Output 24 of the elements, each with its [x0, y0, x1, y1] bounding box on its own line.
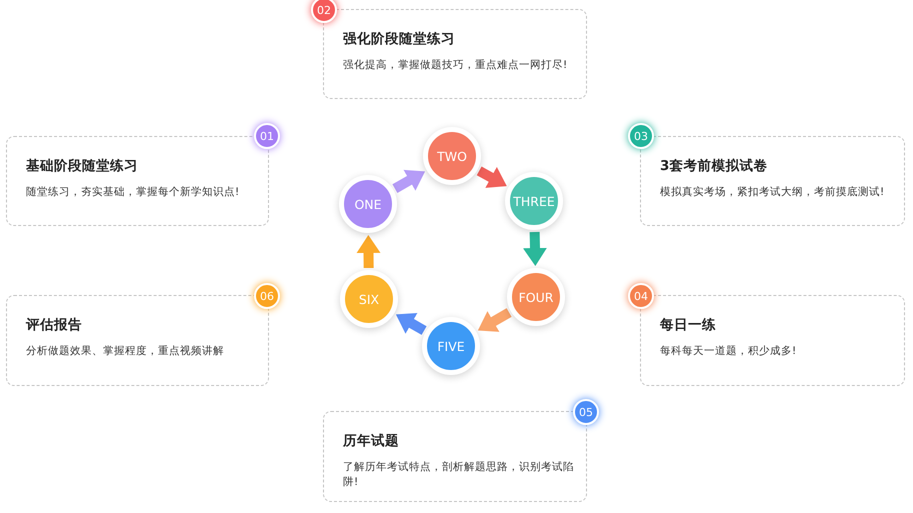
card-description: 分析做题效果、掌握程度，重点视频讲解 [26, 344, 225, 359]
card-title: 3套考前模拟试卷 [660, 157, 768, 175]
card-title: 评估报告 [26, 316, 82, 334]
number-badge: 06 [254, 283, 280, 309]
card-description: 每科每天一道题，积少成多! [660, 344, 798, 359]
number-badge: 02 [311, 0, 337, 23]
arrow [522, 232, 547, 266]
card-description: 强化提高，掌握做题技巧，重点难点一网打尽! [343, 58, 568, 73]
card-title: 强化阶段随堂练习 [343, 30, 455, 48]
arrow [396, 312, 427, 335]
number-badge: 05 [573, 399, 599, 425]
card-description: 了解历年考试特点，剖析解题思路，识别考试陷阱! [343, 460, 574, 490]
card-description: 随堂练习，夯实基础，掌握每个新学知识点! [26, 185, 240, 200]
number-badge: 03 [628, 123, 654, 149]
arrow [478, 308, 512, 332]
card-title: 历年试题 [343, 432, 399, 450]
arrow [356, 235, 381, 268]
card-description: 模拟真实考场，紧扣考试大纲，考前摸底测试! [660, 185, 886, 200]
number-badge: 04 [628, 283, 654, 309]
arrow [392, 170, 426, 193]
arrow [476, 166, 507, 188]
number-badge: 01 [254, 123, 280, 149]
card-title: 基础阶段随堂练习 [26, 157, 138, 175]
card-title: 每日一练 [660, 316, 716, 334]
